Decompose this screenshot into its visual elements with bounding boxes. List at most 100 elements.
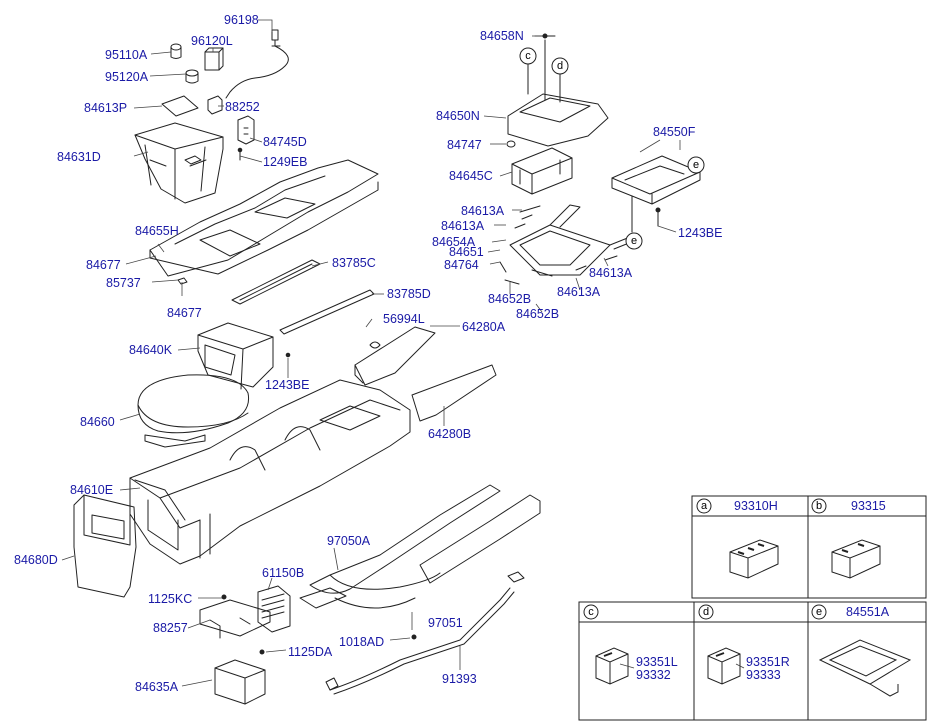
- callout-84677-upper: 84677: [86, 258, 121, 272]
- end-cover-84680D: [73, 494, 137, 598]
- marker-d-circle: [551, 57, 569, 75]
- storage-tray-84631D: [134, 122, 224, 204]
- callout-61150B: 61150B: [262, 566, 305, 580]
- callout-96120L: 96120L: [191, 34, 233, 48]
- legend-e-part: 84551A: [846, 605, 890, 619]
- callout-84651: 84651: [449, 245, 484, 259]
- legend-d-part1: 93351R: [746, 655, 790, 669]
- callout-84652B-2: 84652B: [516, 307, 560, 321]
- callout-97050A: 97050A: [327, 534, 371, 548]
- legend-table: [578, 495, 927, 721]
- callout-84660: 84660: [80, 415, 115, 429]
- switch-93351L: [595, 647, 629, 685]
- callout-84613A-1: 84613A: [461, 204, 505, 218]
- callout-1249EB: 1249EB: [263, 155, 308, 169]
- upper-trim-84655H: [149, 159, 379, 277]
- marker-c: c: [525, 50, 531, 62]
- callout-84613P: 84613P: [84, 101, 128, 115]
- console-body-84610E: [129, 379, 411, 565]
- callout-97051: 97051: [428, 616, 463, 630]
- legend-b-letter: b: [815, 500, 823, 512]
- cigar-lighter-95110A: [170, 43, 182, 59]
- bracket-84745D: [237, 115, 255, 161]
- armrest-box-84640K: [197, 322, 291, 390]
- callout-83785D: 83785D: [387, 287, 431, 301]
- callout-84747: 84747: [447, 138, 482, 152]
- mechanism-84645C: [511, 147, 573, 195]
- side-cover-64280B: [411, 364, 497, 422]
- trim-strip-83785D: [279, 289, 375, 335]
- callout-84645C: 84645C: [449, 169, 493, 183]
- callout-84658N: 84658N: [480, 29, 524, 43]
- callout-84610E: 84610E: [70, 483, 114, 497]
- switch-93351R: [707, 647, 741, 685]
- grommet-84747: [506, 140, 516, 148]
- marker-e-circle: [687, 156, 705, 174]
- hose-91393: [325, 571, 525, 695]
- callout-84764: 84764: [444, 258, 479, 272]
- callout-85737: 85737: [106, 276, 141, 290]
- aux-jack-96120L: [204, 47, 224, 71]
- callout-88252: 88252: [225, 100, 260, 114]
- trim-frame-84651: [499, 204, 635, 285]
- callout-1125KC: 1125KC: [148, 592, 193, 606]
- armrest-lid-84660: [137, 374, 250, 448]
- callout-84655H: 84655H: [135, 224, 179, 238]
- bracket-88257: [199, 594, 271, 639]
- module-84635A: [214, 649, 266, 705]
- callout-64280B: 64280B: [428, 427, 472, 441]
- legend-a-part: 93310H: [734, 499, 778, 513]
- callout-84677-lower: 84677: [167, 306, 202, 320]
- marker-e: e: [692, 159, 700, 171]
- trim-strip-83785C: [231, 259, 321, 305]
- callout-83785C: 83785C: [332, 256, 376, 270]
- callout-84613A-3: 84613A: [557, 285, 601, 299]
- callout-1243BE-left: 1243BE: [265, 378, 310, 392]
- callout-84654A: 84654A: [432, 235, 476, 249]
- switch-93310H: [729, 539, 779, 579]
- callout-1125DA: 1125DA: [288, 645, 333, 659]
- marker-e-circle-2: [625, 232, 643, 250]
- mat-84613P: [161, 95, 199, 117]
- callout-84745D: 84745D: [263, 135, 307, 149]
- callout-84613A-2: 84613A: [441, 219, 485, 233]
- callout-56994L: 56994L: [383, 312, 425, 326]
- marker-c-circle: [519, 47, 537, 65]
- marker-e-2: e: [630, 235, 638, 247]
- callout-95120A: 95120A: [105, 70, 149, 84]
- legend-b-part: 93315: [851, 499, 886, 513]
- legend-e-letter: e: [815, 606, 823, 618]
- callout-95110A: 95110A: [105, 48, 148, 62]
- connector-88252: [207, 95, 223, 115]
- legend-d-part2: 93333: [746, 668, 781, 682]
- callout-84635A: 84635A: [135, 680, 179, 694]
- callout-1243BE-right: 1243BE: [678, 226, 723, 240]
- callout-84650N: 84650N: [436, 109, 480, 123]
- callout-84550F: 84550F: [653, 125, 696, 139]
- tray-84551A: [818, 639, 912, 697]
- callout-84640K: 84640K: [129, 343, 173, 357]
- callout-84652B-1: 84652B: [488, 292, 532, 306]
- air-duct-97050A: [309, 484, 541, 609]
- clip-85737: [177, 277, 188, 285]
- legend-c-letter: c: [588, 606, 594, 618]
- legend-d-letter: d: [702, 606, 710, 618]
- callout-88257: 88257: [153, 621, 188, 635]
- callout-84680D: 84680D: [14, 553, 58, 567]
- vent-grille-61150B: [257, 585, 347, 633]
- switch-93315: [831, 539, 881, 579]
- usb-cable-96198: [225, 29, 289, 99]
- side-cover-64280A: [354, 326, 436, 386]
- shift-bezel-84650N: [507, 33, 609, 147]
- callout-64280A: 64280A: [462, 320, 506, 334]
- callout-1018AD: 1018AD: [339, 635, 385, 649]
- legend-c-part1: 93351L: [636, 655, 678, 669]
- callout-84613A-4: 84613A: [589, 266, 633, 280]
- callout-91393: 91393: [442, 672, 477, 686]
- legend-c-part2: 93332: [636, 668, 671, 682]
- legend-a-letter: a: [700, 500, 708, 512]
- marker-d: d: [556, 60, 564, 72]
- bezel-panel-84551: [611, 155, 701, 233]
